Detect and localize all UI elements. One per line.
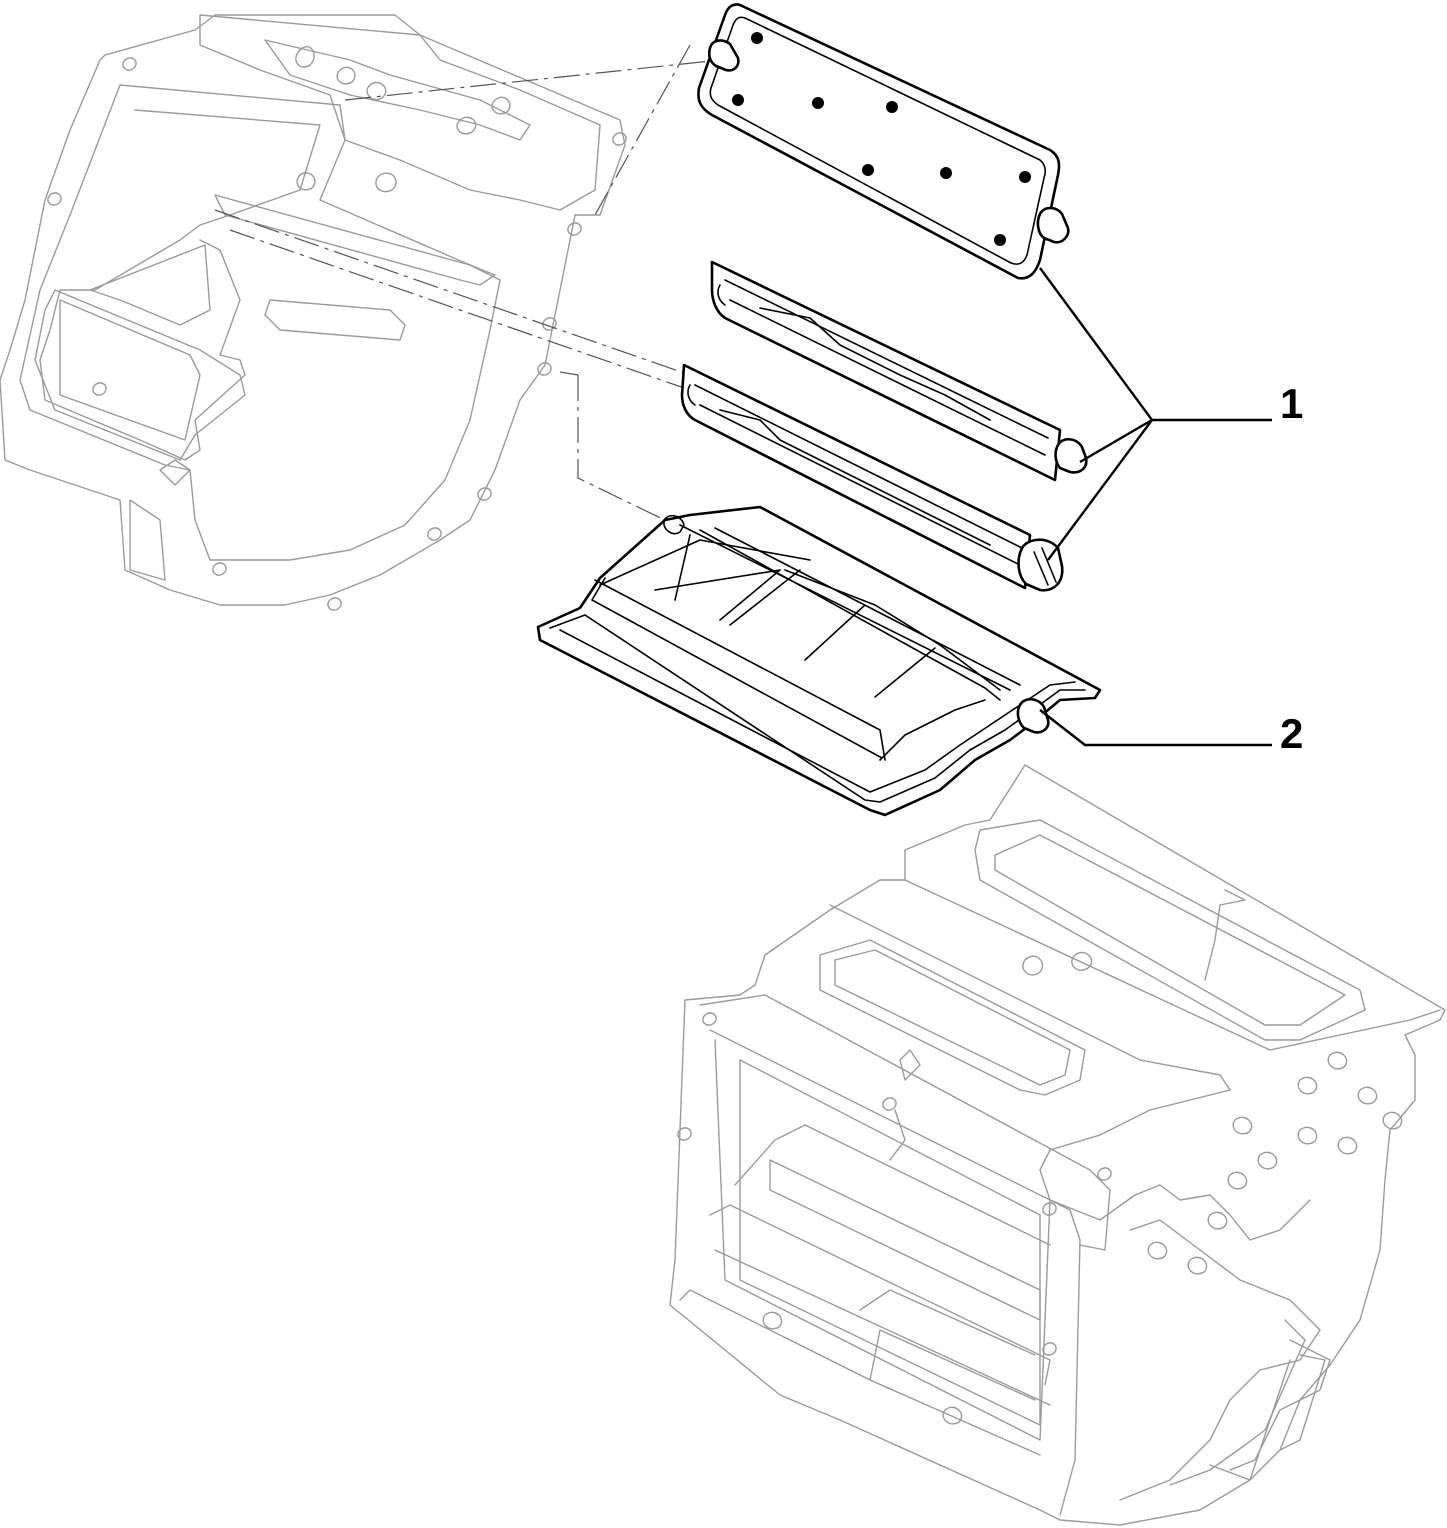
- lower-housing-context: [669, 764, 1446, 1526]
- leader-line-1: [1039, 267, 1272, 422]
- flap-shaft-lower: [680, 363, 1064, 592]
- flap-shaft-upper: [710, 260, 1088, 482]
- leader-line-1-shaft-lower: [1047, 419, 1153, 561]
- upper-housing-context: [0, 14, 627, 611]
- callout-1: 1: [1280, 380, 1303, 427]
- leader-line-1-shaft-upper: [1079, 418, 1153, 464]
- leader-line-2: [1039, 709, 1272, 747]
- flap-plate: [697, 3, 1070, 280]
- leader-lines: [1039, 267, 1272, 747]
- filter-frame: [536, 505, 1102, 817]
- callout-2: 2: [1280, 710, 1303, 757]
